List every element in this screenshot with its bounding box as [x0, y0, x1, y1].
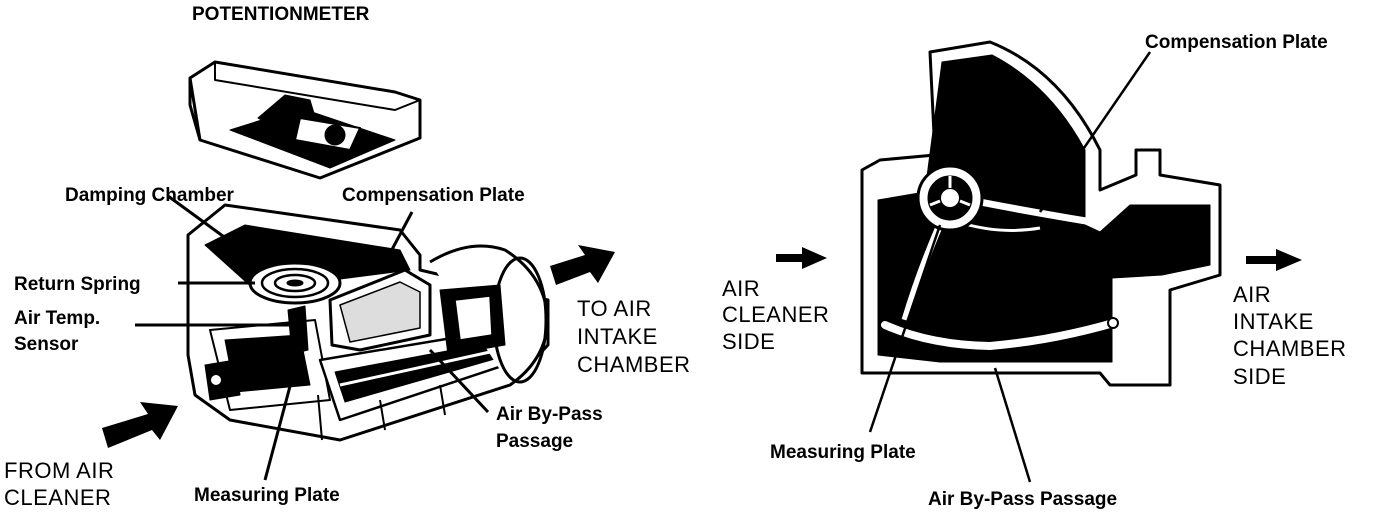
arrow-to-air-intake-icon	[550, 245, 615, 285]
label-return-spring: Return Spring	[14, 274, 141, 295]
label-to-air-line2: INTAKE	[577, 324, 658, 349]
label-measuring-plate-right: Measuring Plate	[770, 442, 916, 463]
potentiometer-cover	[188, 60, 422, 180]
label-air-intake-line1: AIR	[1233, 282, 1271, 307]
labels-left: POTENTIONMETER Damping Chamber Compensat…	[4, 4, 691, 510]
label-compensation-plate-right: Compensation Plate	[1145, 32, 1328, 53]
left-illustration	[186, 60, 550, 442]
bypass-passage-curve	[881, 314, 1134, 350]
label-from-air-line2: CLEANER	[4, 485, 111, 510]
label-air-bypass-line1: Air By-Pass	[496, 404, 603, 425]
label-from-air-line1: FROM AIR	[4, 458, 114, 483]
flow-channel	[877, 54, 1211, 363]
label-measuring-plate: Measuring Plate	[194, 485, 340, 506]
label-air-intake-line4: SIDE	[1233, 364, 1286, 389]
flow-arrows-left	[102, 245, 615, 448]
label-air-bypass-line2: Passage	[496, 431, 573, 452]
label-air-bypass-right: Air By-Pass Passage	[928, 489, 1117, 510]
meter-body	[186, 203, 550, 442]
right-cross-section	[860, 40, 1222, 387]
label-air-temp-line2: Sensor	[14, 334, 79, 355]
label-air-intake-line2: INTAKE	[1233, 309, 1314, 334]
leader-lines-right	[868, 51, 1152, 483]
label-compensation-plate: Compensation Plate	[342, 185, 525, 206]
label-air-temp-line1: Air Temp.	[14, 308, 100, 329]
label-potentiometer: POTENTIONMETER	[192, 4, 370, 25]
leader-lines-left	[135, 194, 490, 481]
bolt-icon	[1107, 317, 1119, 329]
label-air-cleaner-line2: CLEANER	[722, 302, 829, 327]
label-air-cleaner-line1: AIR	[722, 276, 760, 301]
label-damping-chamber: Damping Chamber	[65, 185, 235, 206]
label-air-intake-line3: CHAMBER	[1233, 336, 1347, 361]
arrow-air-cleaner-side-icon	[776, 247, 827, 269]
label-to-air-line1: TO AIR	[577, 296, 652, 321]
arrow-air-intake-side-icon	[1246, 249, 1302, 271]
label-air-cleaner-line3: SIDE	[722, 329, 775, 354]
flow-arrows-right	[776, 247, 1302, 271]
arrow-from-air-cleaner-icon	[102, 402, 178, 448]
label-to-air-line3: CHAMBER	[577, 352, 691, 377]
pivot-hub	[916, 164, 984, 232]
labels-right: Compensation Plate AIR CLEANER SIDE AIR …	[722, 32, 1347, 510]
